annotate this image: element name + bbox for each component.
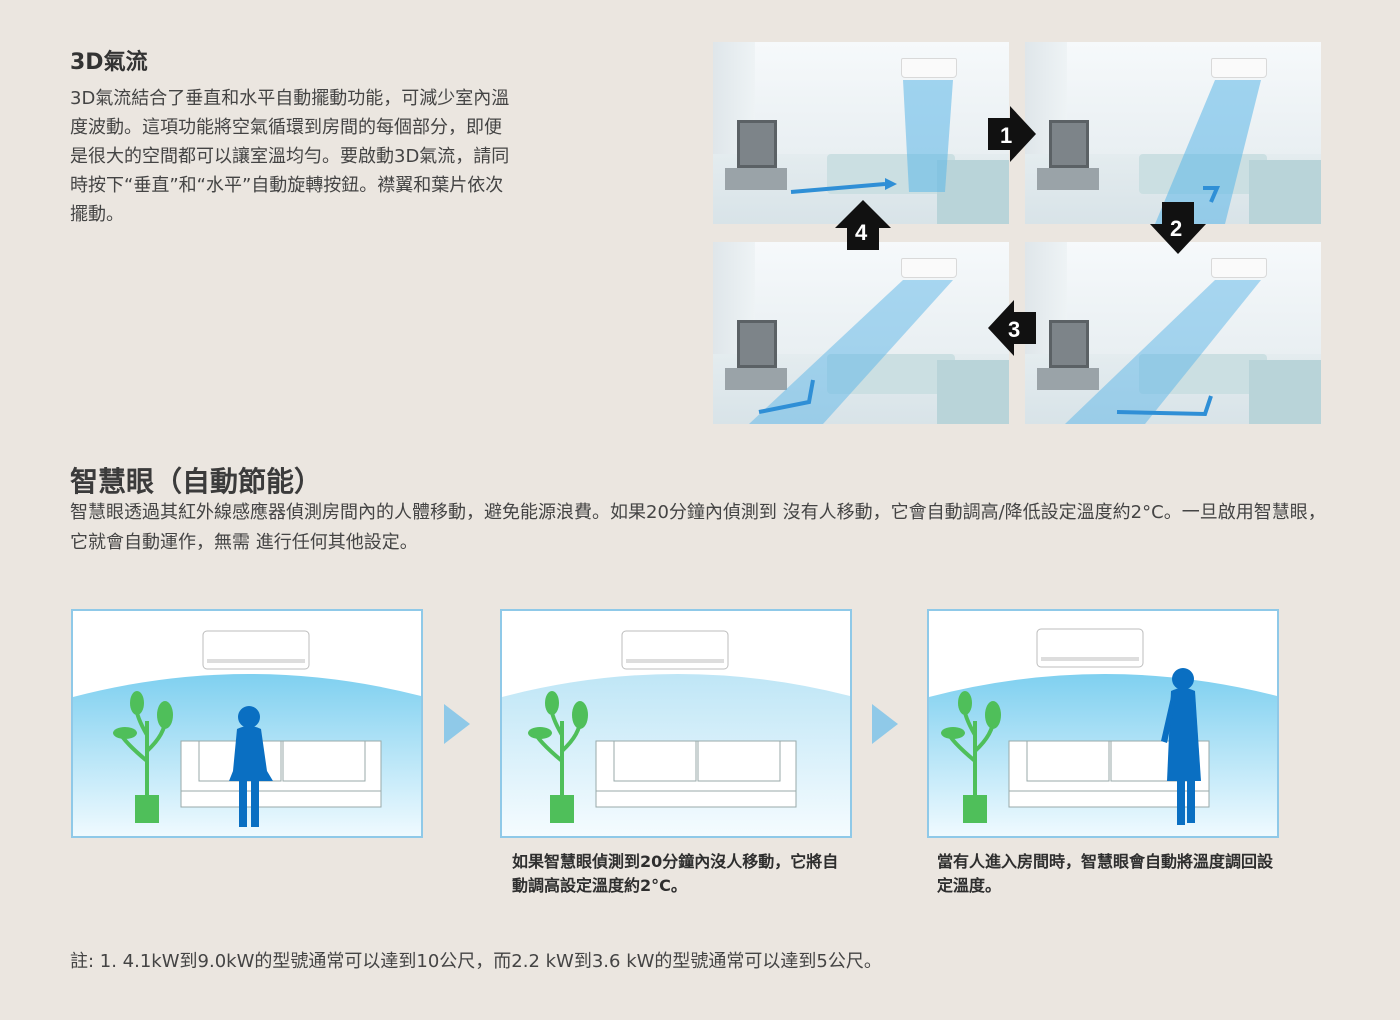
step-3-arrow-icon: 3 [988, 300, 1036, 356]
smart-eye-panel-empty [500, 609, 852, 838]
tv-icon [737, 320, 777, 368]
airflow-beam [1065, 280, 1261, 424]
airflow-room-step-2 [1025, 242, 1321, 424]
next-chevron-icon [872, 704, 898, 744]
air-conditioner-icon [1211, 258, 1267, 278]
air-conditioner-icon [901, 258, 957, 278]
caption-person-enters: 當有人進入房間時，智慧眼會自動將溫度調回設定溫度。 [937, 852, 1274, 895]
person-standing-icon [1161, 668, 1201, 825]
smart-eye-panel-occupied [71, 609, 423, 838]
step-2-arrow-icon: 2 [1150, 202, 1206, 254]
next-chevron-icon [444, 704, 470, 744]
airflow-room-step-1 [1025, 42, 1321, 224]
footnote: 註: 1. 4.1kW到9.0kW的型號通常可以達到10公尺，而2.2 kW到3… [70, 951, 882, 972]
smart-eye-description: 智慧眼透過其紅外線感應器偵測房間內的人體移動，避免能源浪費。如果20分鐘內偵測到… [70, 502, 1326, 553]
step-2-label: 2 [1170, 216, 1182, 241]
air-conditioner-icon [901, 58, 957, 78]
step-4-label: 4 [855, 220, 868, 245]
plant-icon [113, 691, 173, 823]
airflow-beam [1155, 80, 1261, 224]
plant-icon [528, 691, 588, 823]
smart-eye-title: 智慧眼（自動節能） [70, 465, 323, 498]
step-4-arrow-icon: 4 [835, 200, 891, 250]
caption-no-movement: 如果智慧眼偵測到20分鐘內沒人移動，它將自動調高設定溫度約2°C。 [512, 852, 839, 895]
person-enters-room-illustration [929, 628, 1277, 836]
airflow-title: 3D氣流 [70, 50, 148, 75]
tv-icon [737, 120, 777, 168]
airflow-room-step-3 [713, 242, 1009, 424]
smart-eye-panel-person-enters [927, 609, 1279, 838]
step-1-arrow-icon: 1 [988, 106, 1036, 162]
airflow-beam [749, 280, 953, 424]
airflow-beam [790, 80, 953, 194]
occupied-room-illustration [73, 630, 421, 836]
airflow-room-step-4 [713, 42, 1009, 224]
tv-icon [1049, 320, 1089, 368]
step-1-label: 1 [1000, 123, 1012, 148]
step-3-label: 3 [1008, 317, 1020, 342]
airflow-description: 3D氣流結合了垂直和水平自動擺動功能，可減少室內溫度波動。這項功能將空氣循環到房… [70, 88, 510, 225]
tv-icon [1049, 120, 1089, 168]
air-conditioner-icon [1211, 58, 1267, 78]
plant-icon [941, 691, 1001, 823]
person-sitting-icon [229, 706, 273, 827]
empty-room-illustration [502, 630, 850, 836]
